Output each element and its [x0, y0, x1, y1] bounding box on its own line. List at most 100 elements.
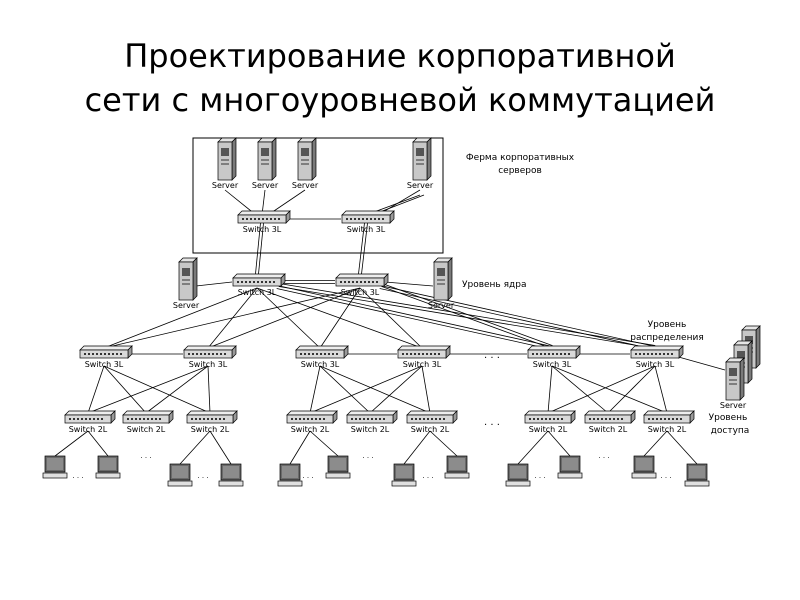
switch-port: [85, 418, 87, 420]
link-line: [87, 430, 109, 457]
switch-port: [69, 418, 71, 420]
keyboard: [391, 480, 417, 487]
ellipsis-pc-6: . . .: [422, 472, 433, 480]
link-line: [145, 365, 209, 414]
server-label: Server: [292, 181, 319, 190]
switch-port: [303, 418, 305, 420]
link-line: [379, 288, 655, 350]
switch-port: [81, 418, 83, 420]
link-line: [381, 286, 552, 349]
switch-top: [122, 410, 174, 416]
access-level-label-2: доступа: [711, 426, 750, 436]
switch-port: [376, 281, 378, 283]
switch-port: [668, 418, 670, 420]
server-farm-label-1: Ферма корпоративных: [466, 153, 575, 163]
switch-port: [104, 353, 106, 355]
link-line: [369, 365, 423, 414]
switch-3l-label: Switch 3L: [238, 288, 277, 297]
switch-front: [524, 414, 572, 424]
switch-port: [552, 353, 554, 355]
switch-3l-label: Switch 3L: [636, 360, 675, 369]
switch-top: [643, 410, 695, 416]
switch-port: [671, 353, 673, 355]
switch-port: [660, 418, 662, 420]
switch-3l-icon: [79, 345, 133, 359]
switch-port: [308, 353, 310, 355]
server-bay: [221, 148, 229, 156]
link-line: [674, 355, 726, 371]
server-side: [755, 325, 761, 369]
server-label: Server: [173, 301, 200, 310]
access-level-label-1: Уровень: [709, 413, 748, 423]
monitor-screen: [330, 458, 346, 470]
keyboard: [684, 480, 710, 487]
link-line: [547, 365, 656, 414]
switch-port: [278, 218, 280, 220]
switch-port: [564, 353, 566, 355]
switch-port: [427, 418, 429, 420]
link-line: [103, 287, 258, 349]
switch-port: [304, 353, 306, 355]
server-icon: [412, 137, 432, 181]
switch-2l-icon: [122, 410, 174, 424]
switch-port: [415, 418, 417, 420]
connection-lines: [54, 189, 726, 465]
switch-3l-icon: [397, 345, 451, 359]
link-line: [103, 365, 147, 414]
server-bay: [261, 148, 269, 156]
link-line: [403, 430, 431, 465]
monitor-screen: [47, 458, 63, 470]
switch-2l-icon: [186, 410, 238, 424]
switch-port: [561, 418, 563, 420]
switch-top: [64, 410, 116, 416]
switch-top: [630, 345, 684, 351]
switch-front: [186, 414, 234, 424]
switch-port: [274, 218, 276, 220]
switch-2l-label: Switch 2L: [127, 425, 166, 434]
switch-port: [621, 418, 623, 420]
switch-port: [667, 353, 669, 355]
switch-port: [120, 353, 122, 355]
ellipsis-distribution: . . .: [484, 350, 500, 361]
switch-port: [375, 418, 377, 420]
switch-port: [195, 418, 197, 420]
core-level-label: Уровень ядра: [462, 280, 526, 290]
switch-top: [335, 273, 389, 279]
server-front: [178, 261, 194, 301]
monitor-screen: [449, 458, 465, 470]
switch-port: [312, 353, 314, 355]
switch-port: [155, 418, 157, 420]
link-line: [276, 288, 552, 350]
switch-port: [372, 281, 374, 283]
switch-port: [426, 353, 428, 355]
link-line: [256, 287, 321, 349]
switch-port: [647, 353, 649, 355]
link-line: [209, 430, 232, 465]
monitor-screen: [100, 458, 116, 470]
link-line: [256, 287, 423, 349]
server-label: Server: [212, 181, 239, 190]
switch-port: [648, 418, 650, 420]
switch-2l-icon: [406, 410, 458, 424]
link-line: [643, 430, 668, 457]
server-icon: [297, 137, 317, 181]
server-icon: [257, 137, 277, 181]
switch-port: [422, 353, 424, 355]
link-line: [319, 365, 431, 414]
switch-front: [122, 414, 170, 424]
switch-port: [73, 418, 75, 420]
switch-port: [430, 353, 432, 355]
link-line: [103, 365, 211, 414]
switch-port: [655, 353, 657, 355]
switch-port: [332, 353, 334, 355]
workstation-icon: [631, 455, 657, 479]
workstation-icon: [391, 463, 417, 487]
switch-top: [341, 210, 395, 216]
workstation-icon: [42, 455, 68, 479]
link-line: [429, 430, 458, 457]
switch-port: [529, 418, 531, 420]
server-bay: [737, 351, 745, 359]
switch-port: [249, 281, 251, 283]
server-bay: [301, 148, 309, 156]
